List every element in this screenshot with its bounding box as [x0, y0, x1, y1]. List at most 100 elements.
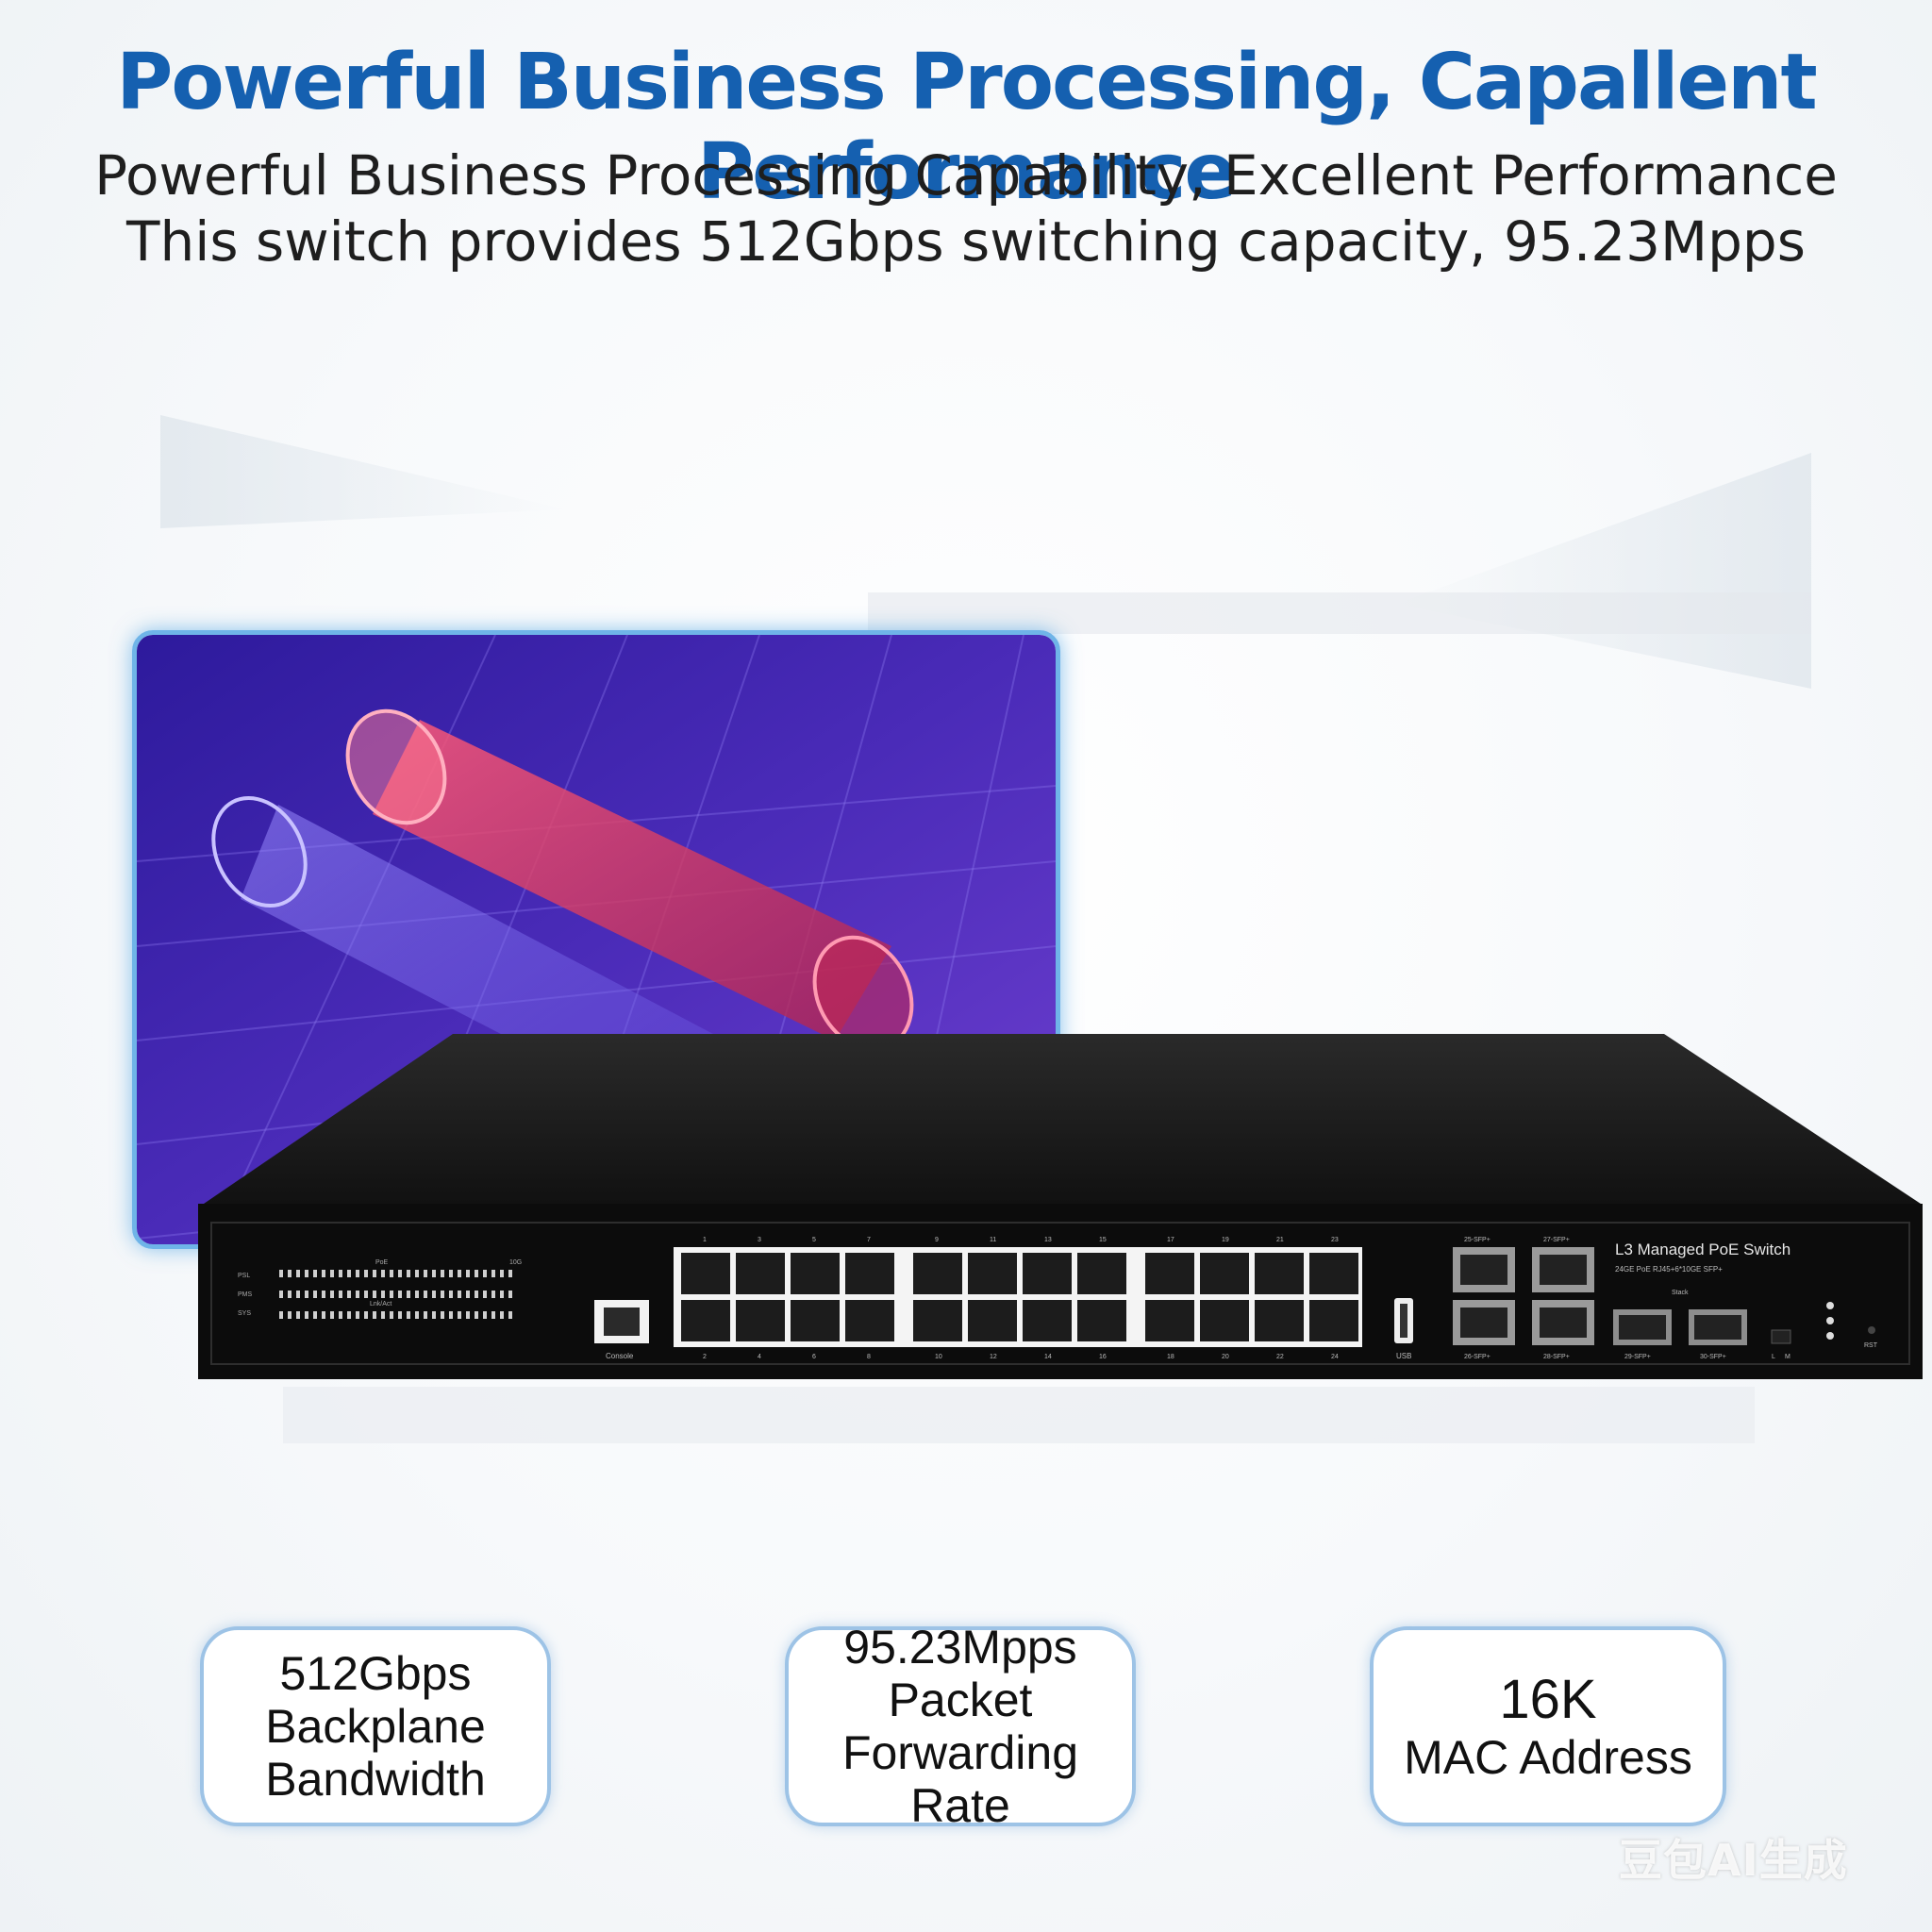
- sfp-port-25[interactable]: [1453, 1247, 1515, 1292]
- stack-label: Stack: [1672, 1290, 1689, 1296]
- status-led: [364, 1311, 368, 1319]
- port-number: 10: [935, 1354, 942, 1360]
- status-led: [347, 1270, 351, 1277]
- usb-port[interactable]: USB: [1394, 1298, 1413, 1360]
- status-led: [432, 1270, 436, 1277]
- rj45-port-18[interactable]: [1145, 1300, 1194, 1341]
- led-label-psl: PSL: [238, 1273, 250, 1279]
- port-number: 21: [1276, 1237, 1284, 1243]
- rj45-port-8[interactable]: [845, 1300, 894, 1341]
- status-led: [373, 1270, 376, 1277]
- rj45-port-19[interactable]: [1200, 1253, 1249, 1294]
- status-led: [466, 1291, 470, 1298]
- status-led: [475, 1311, 478, 1319]
- status-led: [381, 1270, 385, 1277]
- rj45-port-11[interactable]: [968, 1253, 1017, 1294]
- port-number: 11: [990, 1237, 996, 1243]
- status-led: [407, 1270, 410, 1277]
- led-label-lnk: Lnk/Act: [370, 1301, 391, 1307]
- status-led: [390, 1311, 393, 1319]
- rj45-port-6[interactable]: [791, 1300, 840, 1341]
- status-led: [483, 1291, 487, 1298]
- sfp-port-27[interactable]: [1532, 1247, 1594, 1292]
- rj45-port-22[interactable]: [1255, 1300, 1304, 1341]
- status-led: [466, 1270, 470, 1277]
- stat-value: 512Gbps: [279, 1647, 472, 1700]
- stack-port-29[interactable]: [1613, 1309, 1672, 1345]
- port-number: 2: [703, 1354, 707, 1360]
- stat-caption: Forwarding Rate: [841, 1726, 1079, 1832]
- status-led: [441, 1311, 444, 1319]
- rj45-port-16[interactable]: [1077, 1300, 1126, 1341]
- stat-caption: Bandwidth: [265, 1753, 486, 1806]
- status-led: [415, 1291, 419, 1298]
- status-led: [339, 1270, 342, 1277]
- status-led: [279, 1311, 283, 1319]
- rj45-port-2[interactable]: [681, 1300, 730, 1341]
- sfp-port-28[interactable]: [1532, 1300, 1594, 1345]
- switch-reflection: [283, 1387, 1755, 1443]
- port-number: 13: [1044, 1237, 1052, 1243]
- status-led: [390, 1291, 393, 1298]
- status-led: [475, 1270, 478, 1277]
- rj45-port-12[interactable]: [968, 1300, 1017, 1341]
- status-led: [415, 1270, 419, 1277]
- port-number: 7: [867, 1237, 871, 1243]
- rj45-port-4[interactable]: [736, 1300, 785, 1341]
- rj45-port-5[interactable]: [791, 1253, 840, 1294]
- status-led: [356, 1311, 359, 1319]
- stat-packet-forwarding-rate: 95.23Mpps Packet Forwarding Rate: [785, 1621, 1136, 1832]
- status-led: [347, 1291, 351, 1298]
- port-number: 17: [1167, 1237, 1174, 1243]
- status-led: [407, 1311, 410, 1319]
- reset-label: RST: [1864, 1342, 1878, 1349]
- port-number: 16: [1099, 1354, 1107, 1360]
- status-led: [330, 1311, 334, 1319]
- rj45-port-13[interactable]: [1023, 1253, 1072, 1294]
- rj45-port-20[interactable]: [1200, 1300, 1249, 1341]
- stat-caption: MAC Address: [1404, 1731, 1692, 1784]
- status-led: [449, 1270, 453, 1277]
- status-led: [432, 1291, 436, 1298]
- console-port[interactable]: Console: [594, 1300, 649, 1360]
- rj45-port-21[interactable]: [1255, 1253, 1304, 1294]
- status-led: [305, 1311, 308, 1319]
- rj45-port-1[interactable]: [681, 1253, 730, 1294]
- status-led: [449, 1291, 453, 1298]
- rj45-port-7[interactable]: [845, 1253, 894, 1294]
- status-led: [381, 1311, 385, 1319]
- ai-watermark: 豆包AI生成: [1619, 1835, 1848, 1886]
- status-led: [500, 1270, 504, 1277]
- stack-port-label-29: 29-SFP+: [1624, 1354, 1651, 1360]
- reset-button[interactable]: RST: [1864, 1326, 1878, 1349]
- status-led: [339, 1291, 342, 1298]
- subheadline-2: This switch provides 512Gbps switching c…: [126, 209, 1806, 274]
- status-led: [491, 1291, 495, 1298]
- led-label-sys: SYS: [238, 1310, 251, 1317]
- stack-port-30[interactable]: [1689, 1309, 1747, 1345]
- port-number: 23: [1331, 1237, 1339, 1243]
- rj45-port-24[interactable]: [1309, 1300, 1358, 1341]
- port-number: 14: [1044, 1354, 1052, 1360]
- rj45-port-14[interactable]: [1023, 1300, 1072, 1341]
- rj45-port-17[interactable]: [1145, 1253, 1194, 1294]
- sfp-port-26[interactable]: [1453, 1300, 1515, 1345]
- rj45-port-10[interactable]: [913, 1300, 962, 1341]
- rj45-port-15[interactable]: [1077, 1253, 1126, 1294]
- status-led: [424, 1291, 427, 1298]
- status-led: [483, 1270, 487, 1277]
- status-led: [279, 1291, 283, 1298]
- sfp-plus-cages: 25-SFP+ 27-SFP+ 26-SFP+ 28-SFP+: [1453, 1237, 1594, 1360]
- status-led: [313, 1291, 317, 1298]
- mode-switch[interactable]: L M: [1771, 1329, 1791, 1360]
- rj45-port-3[interactable]: [736, 1253, 785, 1294]
- status-led: [381, 1291, 385, 1298]
- rj45-port-9[interactable]: [913, 1253, 962, 1294]
- led-label-pms: PMS: [238, 1291, 253, 1298]
- stack-port-label-30: 30-SFP+: [1700, 1354, 1726, 1360]
- rj45-port-23[interactable]: [1309, 1253, 1358, 1294]
- status-led: [296, 1291, 300, 1298]
- status-led: [373, 1291, 376, 1298]
